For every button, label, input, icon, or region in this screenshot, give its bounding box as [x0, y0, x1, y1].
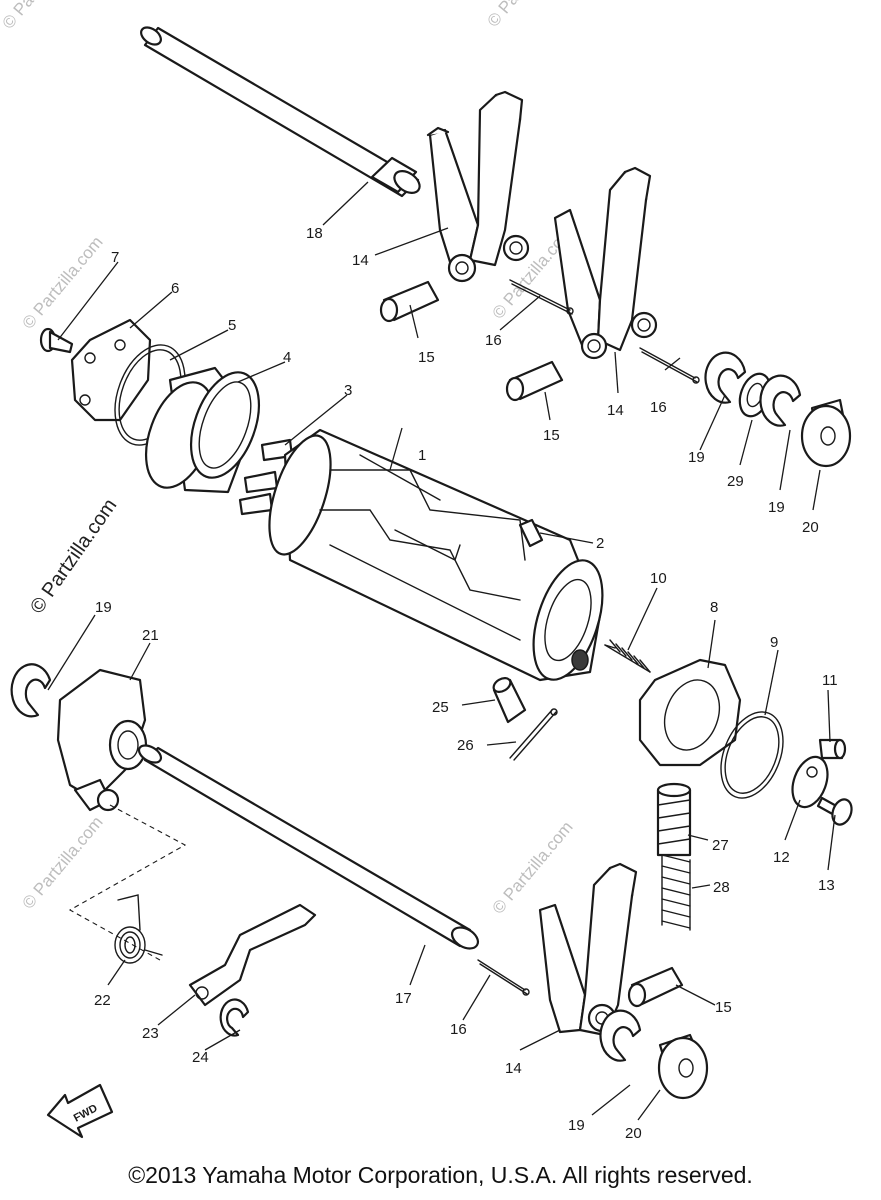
callout-15: 15	[418, 349, 435, 366]
copyright-notice: ©2013 Yamaha Motor Corporation, U.S.A. A…	[128, 1162, 753, 1188]
part-4-bearing	[145, 366, 260, 494]
callout-28: 28	[713, 879, 730, 896]
watermark: © Partzilla.com	[19, 813, 107, 913]
callout-20: 20	[625, 1125, 642, 1142]
part-6-stopper-plate	[70, 318, 152, 422]
part-24-circlip	[219, 998, 250, 1037]
callout-27: 27	[712, 837, 729, 854]
part-22-spring	[114, 894, 163, 964]
part-27-spring	[656, 782, 692, 857]
part-26-cotter-pin	[509, 708, 558, 761]
callout-4: 4	[283, 349, 291, 366]
callout-20: 20	[802, 519, 819, 536]
fwd-arrow-icon: FWD	[46, 1083, 114, 1139]
callout-7: 7	[111, 249, 119, 266]
callout-9: 9	[770, 634, 778, 651]
part-21-shift-lever	[56, 668, 148, 812]
callout-1: 1	[418, 447, 426, 464]
part-25-pin	[492, 677, 527, 724]
callout-14: 14	[505, 1060, 522, 1077]
callout-19: 19	[688, 449, 705, 466]
callout-11: 11	[822, 672, 838, 689]
part-17-shift-shaft	[137, 744, 480, 950]
part-11-pin	[818, 738, 847, 760]
callout-17: 17	[395, 990, 412, 1007]
callout-8: 8	[710, 599, 718, 616]
callout-16: 16	[450, 1021, 467, 1038]
part-28-spring	[661, 854, 691, 931]
part-15-guide-pin	[505, 360, 564, 402]
watermark: © Partzilla.com	[19, 233, 107, 333]
callout-15: 15	[543, 427, 560, 444]
callout-5: 5	[228, 317, 236, 334]
part-7-screw	[39, 327, 74, 354]
part-14-shift-fork-upper-left	[426, 90, 530, 283]
callout-14: 14	[607, 402, 624, 419]
part-19-circlip	[759, 374, 802, 427]
callout-labels: 1 2 3 4 5 6 7 8 9 10 11 12 13 14 14 14 1…	[94, 225, 838, 1142]
callout-26: 26	[457, 737, 474, 754]
part-18-shift-fork-shaft	[140, 26, 421, 198]
callout-25: 25	[432, 699, 449, 716]
part-19-circlip	[599, 1009, 642, 1062]
callout-2: 2	[596, 535, 604, 552]
callout-16: 16	[650, 399, 667, 416]
callout-23: 23	[142, 1025, 159, 1042]
callout-13: 13	[818, 877, 835, 894]
part-19-circlip	[10, 663, 52, 718]
part-2-pin	[518, 518, 544, 548]
part-16-cotter-pin	[639, 347, 700, 384]
part-15-guide-pin	[627, 966, 684, 1008]
part-14-shift-fork-upper-right	[553, 166, 658, 360]
watermark: © Partzilla.com	[484, 0, 572, 31]
callout-14: 14	[352, 252, 369, 269]
part-20-roller	[800, 398, 852, 468]
callout-19: 19	[568, 1117, 585, 1134]
callout-19: 19	[768, 499, 785, 516]
part-8-stopper	[638, 658, 742, 767]
callout-19: 19	[95, 599, 112, 616]
part-1-shift-drum	[268, 428, 604, 682]
leader-lines	[47, 181, 836, 1121]
callout-18: 18	[306, 225, 323, 242]
callout-29: 29	[727, 473, 744, 490]
callout-21: 21	[142, 627, 159, 644]
part-9-circlip	[720, 711, 784, 799]
watermark: © Partzilla.com	[0, 0, 87, 33]
part-15-guide-pin	[379, 280, 440, 323]
part-10-spring	[604, 639, 651, 673]
callout-12: 12	[773, 849, 790, 866]
part-13-screw	[816, 796, 853, 826]
callout-22: 22	[94, 992, 111, 1009]
part-12-plate	[791, 755, 829, 809]
callout-10: 10	[650, 570, 667, 587]
part-14-shift-fork-lower	[538, 862, 638, 1037]
watermark: © Partzilla.com	[489, 818, 577, 918]
part-19-circlip	[704, 351, 747, 404]
callout-3: 3	[344, 382, 352, 399]
part-20-roller	[657, 1033, 709, 1100]
callout-15: 15	[715, 999, 732, 1016]
part-16-cotter-pin	[509, 279, 574, 315]
part-16-cotter-pin	[477, 959, 530, 996]
callout-24: 24	[192, 1049, 209, 1066]
callout-6: 6	[171, 280, 179, 297]
callout-16: 16	[485, 332, 502, 349]
part-23-shift-arm	[188, 903, 317, 1007]
